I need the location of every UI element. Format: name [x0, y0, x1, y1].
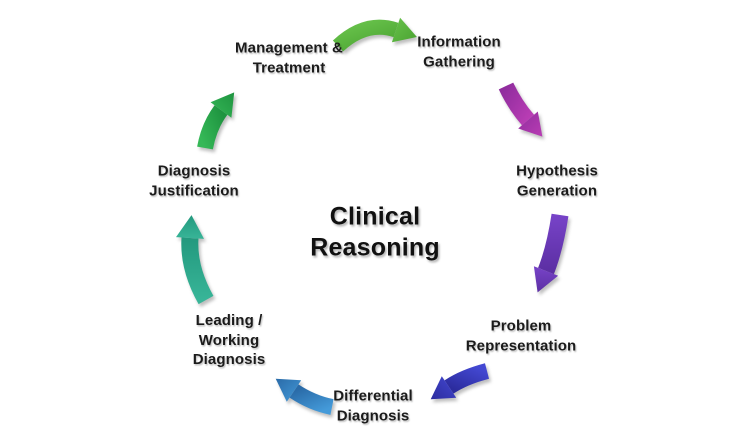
stage-hypothesis-generation: Hypothesis Generation [516, 162, 598, 200]
stage-diagnosis-justification: Diagnosis Justification [149, 162, 239, 200]
stage-management-treatment: Management & Treatment [235, 39, 343, 77]
arrow-management-to-information [332, 17, 417, 52]
arrow-information-to-hypothesis [498, 82, 543, 137]
arrow-justification-to-management [197, 92, 235, 150]
arrow-leading-to-justification [176, 215, 214, 305]
arrow-differential-to-leading [275, 378, 334, 415]
arrow-hypothesis-to-problem [533, 213, 569, 293]
stage-information-gathering: Information Gathering [417, 33, 501, 71]
arrow-problem-to-differential [430, 363, 490, 400]
diagram-title: Clinical Reasoning [310, 202, 440, 262]
stage-leading-working-diagnosis: Leading / Working Diagnosis [192, 311, 266, 368]
stage-differential-diagnosis: Differential Diagnosis [333, 387, 413, 425]
stage-problem-representation: Problem Representation [465, 317, 577, 355]
